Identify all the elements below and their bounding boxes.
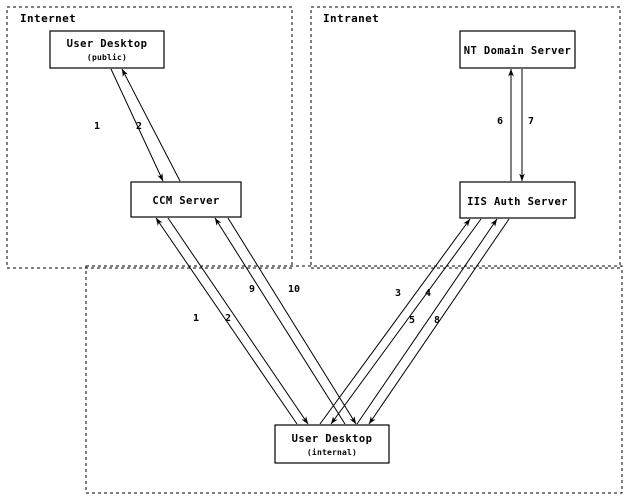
zone-boundary-internal-zone — [85, 265, 623, 494]
node-ccm-server[interactable]: CCM Server — [130, 181, 242, 218]
connection-step-4-iis-to-internal — [330, 218, 482, 425]
node-title-ccm-server: CCM Server — [152, 195, 219, 207]
zone-intranet: Intranet — [310, 6, 621, 269]
connection-step-8-iis-to-internal — [368, 218, 510, 425]
node-box-iis-auth-server[interactable] — [459, 181, 576, 219]
flow-step-label-step-2-ccm-to-internal: 2 — [225, 313, 231, 324]
flow-step-label-step-8-iis-to-internal: 8 — [434, 315, 440, 326]
connection-step-5-internal-to-iis — [356, 218, 498, 425]
zones-layer: Internet Intranet — [6, 6, 623, 494]
flow-step-label-step-7-nt-to-iis: 7 — [528, 116, 534, 127]
node-title-nt-domain-server: NT Domain Server — [464, 45, 572, 57]
flow-step-label-step-3-internal-to-iis: 3 — [395, 288, 401, 299]
nodes-layer: User Desktop (public) CCM Server NT Domain … — [49, 30, 576, 464]
node-iis-auth-server[interactable]: IIS Auth Server — [459, 181, 576, 219]
flow-step-label-step-4-iis-to-internal: 4 — [425, 288, 431, 299]
connection-step-1-internal-to-ccm — [155, 217, 298, 425]
node-user-desktop-public[interactable]: User Desktop (public) — [49, 30, 165, 69]
node-subtitle-user-desktop-internal: (internal) — [307, 447, 357, 457]
node-subtitle-user-desktop-public: (public) — [87, 52, 127, 62]
flow-step-labels-layer: 1 2 6 7 1 2 9 10 3 4 5 8 — [94, 116, 534, 326]
flow-step-label-step-1-internal-to-ccm: 1 — [193, 313, 199, 324]
connections-layer — [110, 68, 525, 425]
connection-step-2-ccm-to-internal — [167, 217, 309, 425]
zone-internal-zone — [85, 265, 623, 494]
connection-step-1-public-to-ccm — [110, 68, 164, 182]
flow-step-label-step-1-public-to-ccm: 1 — [94, 121, 100, 132]
connection-step-10-ccm-to-internal — [227, 217, 357, 425]
flow-step-label-step-5-internal-to-iis: 5 — [409, 315, 415, 326]
node-title-user-desktop-public: User Desktop — [67, 38, 148, 50]
node-user-desktop-internal[interactable]: User Desktop (internal) — [274, 424, 390, 464]
connection-step-9-internal-to-ccm — [214, 217, 346, 425]
zone-boundary-internet — [6, 6, 293, 269]
node-box-user-desktop-public[interactable] — [49, 30, 165, 69]
zone-label-intranet: Intranet — [323, 12, 379, 25]
flow-step-label-step-2-ccm-to-public: 2 — [136, 121, 142, 132]
node-title-iis-auth-server: IIS Auth Server — [467, 196, 568, 208]
flow-step-label-step-10-ccm-to-internal: 10 — [288, 284, 300, 295]
node-title-user-desktop-internal: User Desktop — [292, 433, 373, 445]
zone-internet: Internet — [6, 6, 293, 269]
node-box-user-desktop-internal[interactable] — [274, 424, 390, 464]
connection-step-3-internal-to-iis — [319, 218, 471, 425]
node-nt-domain-server[interactable]: NT Domain Server — [459, 30, 576, 69]
flow-step-label-step-6-iis-to-nt: 6 — [497, 116, 503, 127]
connection-step-2-ccm-to-public — [121, 68, 181, 182]
zone-label-internet: Internet — [20, 12, 76, 25]
node-box-nt-domain-server[interactable] — [459, 30, 576, 69]
zone-boundary-intranet — [310, 6, 621, 269]
node-box-ccm-server[interactable] — [130, 181, 242, 218]
flow-step-label-step-9-internal-to-ccm: 9 — [249, 284, 255, 295]
